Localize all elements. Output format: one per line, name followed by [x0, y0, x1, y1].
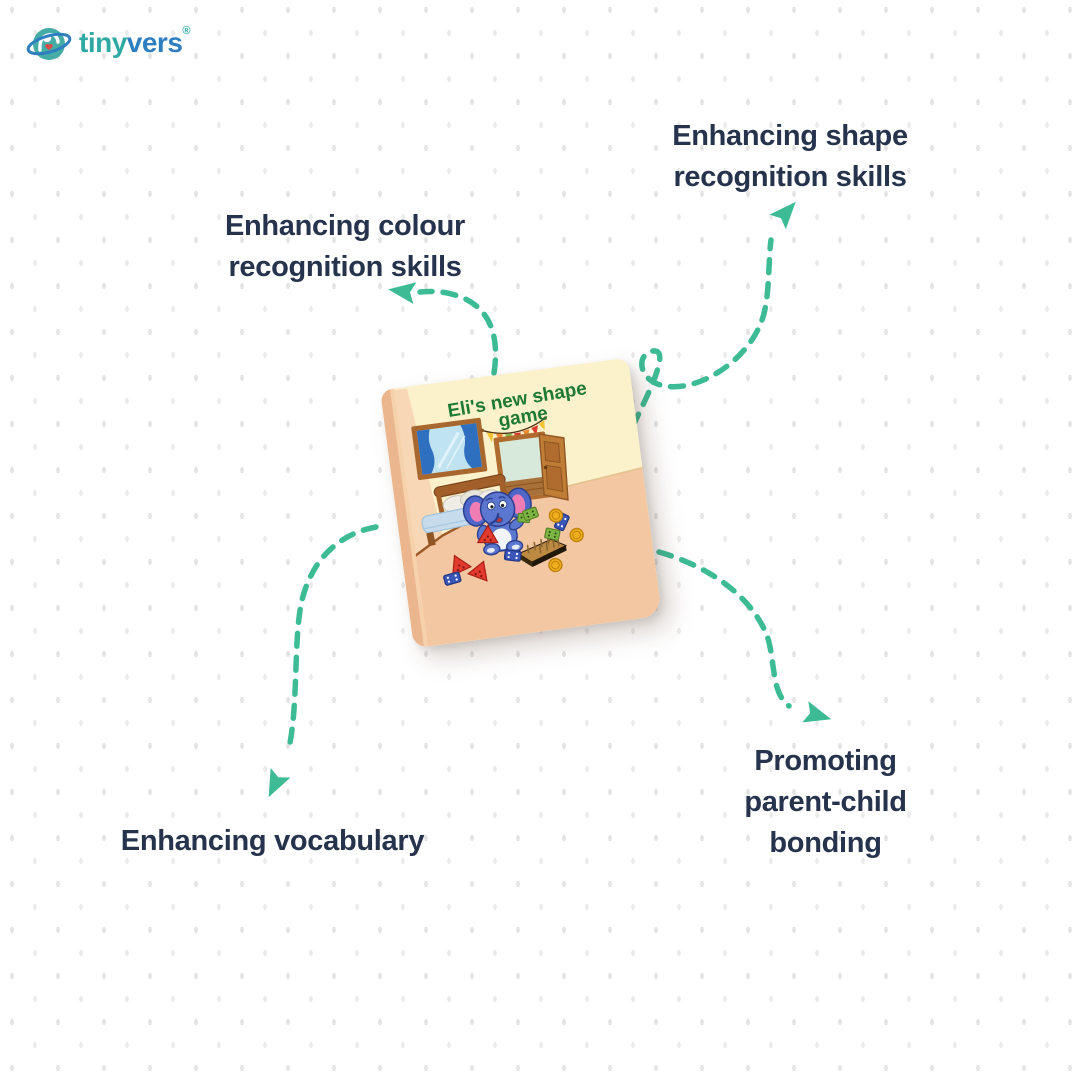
- elephant-illustration: [462, 487, 532, 556]
- book-spine: [380, 388, 427, 649]
- book-spine-highlight: [390, 388, 428, 647]
- benefit-line: parent-child: [744, 786, 907, 818]
- benefit-line: Enhancing vocabulary: [120, 825, 425, 857]
- red-triangle-pieces: [452, 524, 499, 582]
- benefit-label-shape-recognition: Enhancing shape recognition skills: [630, 116, 950, 198]
- benefit-line: Promoting: [754, 745, 897, 777]
- benefit-line: bonding: [769, 827, 882, 859]
- benefit-line: recognition skills: [673, 161, 907, 193]
- peg-board-illustration: [517, 536, 568, 568]
- door-illustration: [493, 431, 569, 504]
- brand-name-tiny: tiny: [79, 27, 127, 58]
- green-card-pieces: [522, 506, 561, 541]
- benefit-label-vocabulary: Enhancing vocabulary: [75, 821, 470, 862]
- arrow-to-colour-recognition: [388, 282, 499, 376]
- benefit-line: recognition skills: [228, 251, 462, 283]
- gold-coin-pieces: [548, 508, 584, 573]
- book-cover-art: Eli's new shape game: [380, 357, 662, 649]
- benefit-label-colour-recognition: Enhancing colour recognition skills: [185, 206, 505, 288]
- brand-logo-icon: [26, 28, 72, 60]
- blue-domino-pieces: [443, 512, 570, 586]
- benefit-line: Enhancing shape: [672, 120, 908, 152]
- arrow-to-shape-recognition: [630, 201, 796, 429]
- benefit-label-parent-child-bonding: Promoting parent-child bonding: [663, 741, 988, 864]
- window-illustration: [411, 417, 488, 480]
- brand-name-vers: vers: [126, 27, 183, 58]
- registered-mark: ®: [182, 25, 191, 37]
- arrow-to-parent-child-bonding: [656, 549, 832, 723]
- arrow-to-vocabulary: [268, 524, 379, 798]
- book-cover: Eli's new shape game: [380, 357, 662, 649]
- benefit-line: Enhancing colour: [224, 210, 466, 242]
